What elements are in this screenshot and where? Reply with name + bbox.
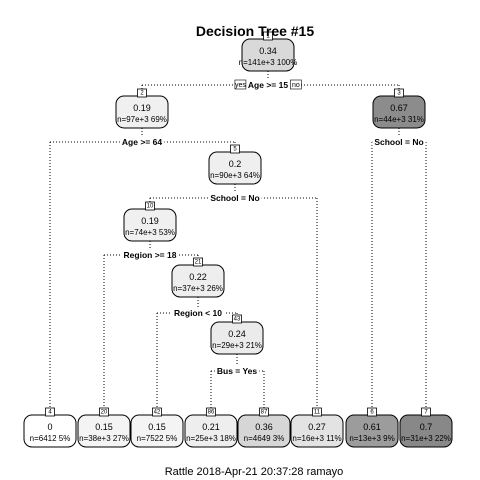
node-count: n=97e+3 69%: [117, 115, 167, 124]
node-id-box: [312, 407, 322, 417]
split-label-bg: [208, 192, 262, 204]
node-value: 0.27: [308, 422, 326, 432]
tree-node-4: 4 0 n=6412 5%: [23, 407, 77, 448]
node-count: n=37e+3 26%: [173, 284, 223, 293]
node-value: 0.15: [95, 422, 113, 432]
node-id-box: [421, 407, 431, 417]
split-label: School = No: [210, 193, 259, 203]
node-count: n=44e+3 31%: [374, 115, 424, 124]
node-id-box: [230, 144, 240, 154]
tree-node-5: 5 0.2 n=90e+3 64%: [208, 144, 262, 185]
node-id-box: [367, 407, 377, 417]
tree-node-43: 43 0.24 n=29e+3 21%: [210, 314, 264, 355]
node-id: 86: [208, 410, 215, 416]
split-label: Bus = Yes: [217, 366, 258, 376]
node-id-box: [99, 407, 109, 417]
tree-node-2: 2 0.19 n=97e+3 69%: [115, 88, 169, 129]
node-count: n=74e+3 53%: [125, 228, 175, 237]
node-id: 42: [154, 410, 161, 416]
node-value: 0.34: [259, 46, 277, 56]
tree-node-42: 42 0.15 n=7522 5%: [130, 407, 184, 448]
tree-node-1: 1 0.34 n=141e+3 100%: [239, 31, 298, 72]
node-count: n=4649 3%: [244, 434, 285, 443]
node-id-box: [394, 88, 404, 98]
node-count: n=7522 5%: [137, 434, 178, 443]
node-count: n=6412 5%: [30, 434, 71, 443]
node-id: 43: [234, 317, 241, 323]
branch-tag-no-box: [290, 79, 302, 90]
node-count: n=13e+3 9%: [349, 434, 394, 443]
branch-tag-no: no: [292, 82, 300, 89]
node-value: 0: [47, 422, 52, 432]
tree-node-87: 87 0.36 n=4649 3%: [237, 407, 291, 448]
node-id: 10: [147, 204, 154, 210]
node-id-box: [45, 407, 55, 417]
node-count: n=25e+3 18%: [186, 434, 236, 443]
node-id: 1: [266, 34, 270, 40]
split-labels: Age >= 15 Age >= 64 School = No School = No…: [119, 79, 426, 377]
node-id-box: [137, 88, 147, 98]
node-count: n=16e+3 11%: [292, 434, 341, 443]
tree-node-20: 20 0.15 n=38e+3 27%: [77, 407, 131, 448]
node-value: 0.2: [229, 159, 242, 169]
node-count: n=38e+3 27%: [79, 434, 129, 443]
tree-node-6: 6 0.61 n=13e+3 9%: [345, 407, 399, 448]
node-value: 0.15: [148, 422, 166, 432]
node-value: 0.19: [133, 103, 151, 113]
tree-node-7: 7 0.7 n=31e+3 22%: [399, 407, 453, 448]
node-id-box: [232, 314, 242, 324]
split-label: Age >= 64: [122, 137, 162, 147]
split-label-bg: [372, 136, 426, 148]
split-label-bg: [119, 136, 165, 148]
node-value: 0.21: [202, 422, 220, 432]
tree-nodes: 1 0.34 n=141e+3 100% 2 0.19 n=97e+3 69% 3 0.67 n…: [23, 31, 453, 448]
node-value: 0.36: [255, 422, 273, 432]
split-label: Region < 10: [174, 308, 222, 318]
node-id-box: [145, 201, 155, 211]
node-id: 87: [261, 410, 268, 416]
node-count: n=29e+3 21%: [212, 341, 262, 350]
node-value: 0.19: [141, 216, 159, 226]
tree-node-86: 86 0.21 n=25e+3 18%: [184, 407, 238, 448]
node-count: n=31e+3 22%: [401, 434, 451, 443]
node-value: 0.24: [228, 329, 246, 339]
node-id: 7: [424, 410, 428, 416]
split-label: Age >= 15: [248, 80, 288, 90]
node-id: 3: [397, 91, 401, 97]
node-value: 0.61: [363, 422, 381, 432]
split-label-bg: [245, 79, 291, 91]
node-id: 4: [48, 410, 52, 416]
split-label: School = No: [374, 137, 423, 147]
split-label: Region >= 18: [124, 250, 177, 260]
node-id-box: [263, 31, 273, 41]
node-id: 11: [314, 410, 321, 416]
node-id: 20: [101, 410, 108, 416]
diagram-title: Decision Tree #15: [196, 23, 315, 39]
split-label-bg: [121, 249, 179, 261]
footer-caption: Rattle 2018-Apr-21 20:37:28 ramayo: [165, 466, 344, 478]
node-count: n=90e+3 64%: [210, 171, 260, 180]
tree-edges: [49, 71, 427, 411]
node-value: 0.7: [420, 422, 433, 432]
node-value: 0.67: [390, 103, 408, 113]
tree-node-11: 11 0.27 n=16e+3 11%: [290, 407, 344, 448]
branch-tag-yes: yes: [235, 82, 246, 89]
tree-node-3: 3 0.67 n=44e+3 31%: [372, 88, 426, 129]
split-label-bg: [214, 365, 260, 377]
tree-node-10: 10 0.19 n=74e+3 53%: [123, 201, 177, 242]
node-id-box: [206, 407, 216, 417]
tree-node-21: 21 0.22 n=37e+3 26%: [171, 257, 225, 298]
node-value: 0.22: [189, 272, 207, 282]
node-id-box: [152, 407, 162, 417]
node-id: 5: [233, 147, 237, 153]
split-label-bg: [172, 307, 225, 319]
node-id: 2: [140, 91, 144, 97]
node-id: 21: [195, 260, 202, 266]
node-count: n=141e+3 100%: [239, 58, 298, 67]
node-id-box: [193, 257, 203, 267]
node-id-box: [259, 407, 269, 417]
branch-tag-yes-box: [234, 79, 247, 90]
node-id: 6: [370, 410, 374, 416]
